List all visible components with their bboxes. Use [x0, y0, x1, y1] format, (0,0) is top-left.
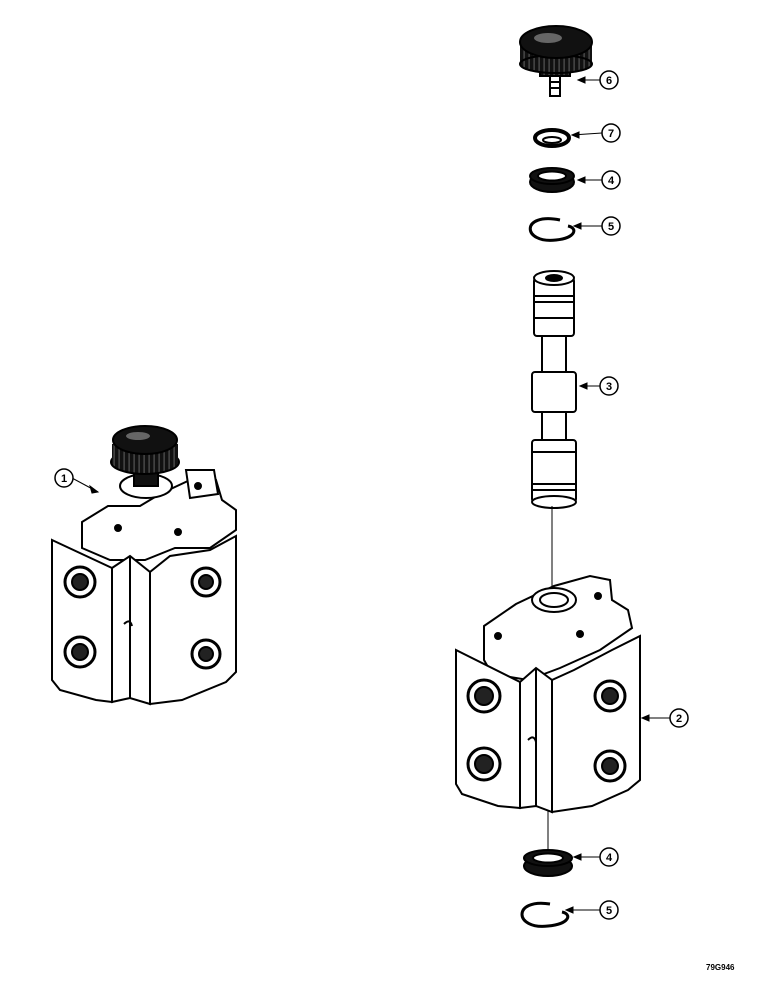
valve-body	[455, 574, 641, 814]
leader-lines	[71, 76, 670, 914]
callout-7: 7	[601, 123, 621, 143]
svg-text:5: 5	[608, 221, 614, 233]
figure-code: 79G946	[706, 963, 735, 972]
callout-3: 3	[599, 376, 619, 396]
callout-4-top: 4	[601, 170, 621, 190]
svg-text:1: 1	[61, 473, 67, 485]
svg-text:4: 4	[606, 852, 613, 864]
callout-2: 2	[669, 708, 689, 728]
svg-text:3: 3	[606, 381, 612, 393]
retaining-ring-top	[528, 217, 576, 242]
svg-text:5: 5	[606, 905, 612, 917]
svg-text:4: 4	[608, 175, 615, 187]
callout-4-bottom: 4	[599, 847, 619, 867]
callout-6: 6	[599, 70, 619, 90]
callout-5-bottom: 5	[599, 900, 619, 920]
seal-ring-bottom	[523, 849, 573, 877]
lock-washer	[533, 128, 571, 148]
spool	[531, 270, 577, 509]
svg-text:2: 2	[676, 713, 682, 725]
assembled-valve	[51, 425, 237, 706]
svg-text:6: 6	[606, 75, 612, 87]
knob	[519, 25, 593, 97]
seal-ring-top	[529, 167, 575, 193]
svg-text:7: 7	[608, 128, 614, 140]
callout-1: 1	[54, 468, 74, 488]
callout-5-top: 5	[601, 216, 621, 236]
retaining-ring-bottom	[520, 901, 570, 928]
